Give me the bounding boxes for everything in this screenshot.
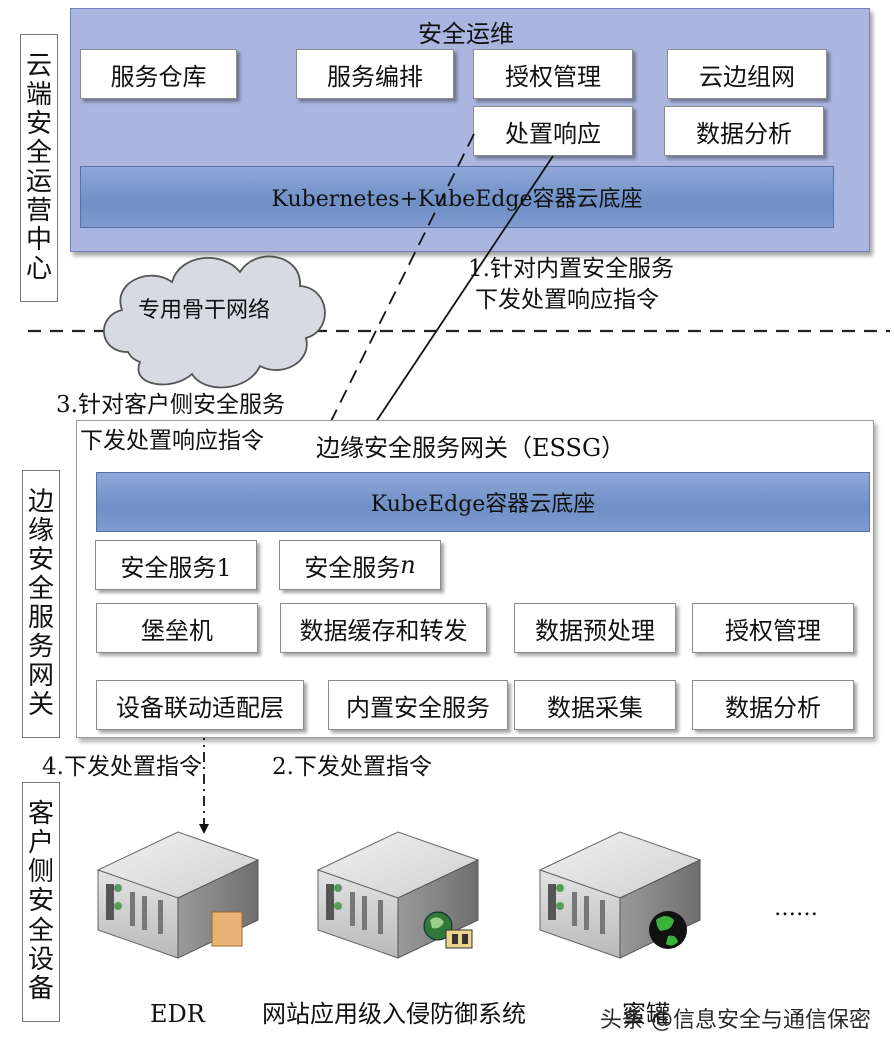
data-cache-forward-box: 数据缓存和转发 [280,603,487,653]
security-service-1-box: 安全服务1 [95,540,257,590]
backbone-network-cloud [103,255,326,389]
device-label-honeypot: 蜜罐 [622,1000,670,1028]
cloud-edge-networking-box: 云边组网 [667,49,827,99]
note-4: 4.下发处置指令 [42,754,202,780]
authorization-management-box-gw: 授权管理 [692,603,854,653]
authorization-management-box: 授权管理 [473,49,633,99]
data-analysis-box-top: 数据分析 [664,106,824,156]
disposal-response-box: 处置响应 [473,106,633,156]
security-service-n-italic: n [400,551,416,579]
essg-title: 边缘安全服务网关（ESSG） [316,434,626,462]
security-service-n-text: 安全服务 [304,553,401,582]
bastion-host-box: 堡垒机 [96,603,258,653]
waf-server-icon [316,831,480,959]
watermark: 头条 @信息安全与通信保密 [600,1008,871,1033]
note-3-line1: 3.针对客户侧安全服务 [56,392,285,418]
note-1-line2: 下发处置响应指令 [475,287,659,313]
data-analysis-box-gw: 数据分析 [692,680,854,730]
edr-server-icon [96,831,260,959]
cloud-label: 专用骨干网络 [138,298,271,323]
kubeedge-base: KubeEdge容器云底座 [96,472,870,532]
label-edge-gateway: 边缘安全服务网关 [22,470,60,738]
note-3-line2: 下发处置响应指令 [80,428,264,454]
builtin-security-service-box: 内置安全服务 [328,680,508,730]
data-collection-box: 数据采集 [514,680,676,730]
security-ops-title: 安全运维 [418,20,514,48]
note-1-line1: 1.针对内置安全服务 [468,256,674,282]
label-client-devices: 客户侧安全设备 [22,782,60,1022]
service-orchestration-box: 服务编排 [296,49,454,99]
device-linkage-adapter-box: 设备联动适配层 [96,680,304,730]
data-preprocessing-box: 数据预处理 [514,603,676,653]
device-label-waf: 网站应用级入侵防御系统 [262,1000,526,1028]
honeypot-server-icon [538,831,702,959]
note-2: 2.下发处置指令 [272,754,432,780]
device-ellipsis: …… [774,896,818,921]
service-repository-box: 服务仓库 [80,49,237,99]
device-label-edr: EDR [150,1000,205,1028]
label-cloud-ops-center: 云端安全运营中心 [20,34,58,302]
k8s-kubeedge-base: Kubernetes+KubeEdge容器云底座 [80,166,834,228]
